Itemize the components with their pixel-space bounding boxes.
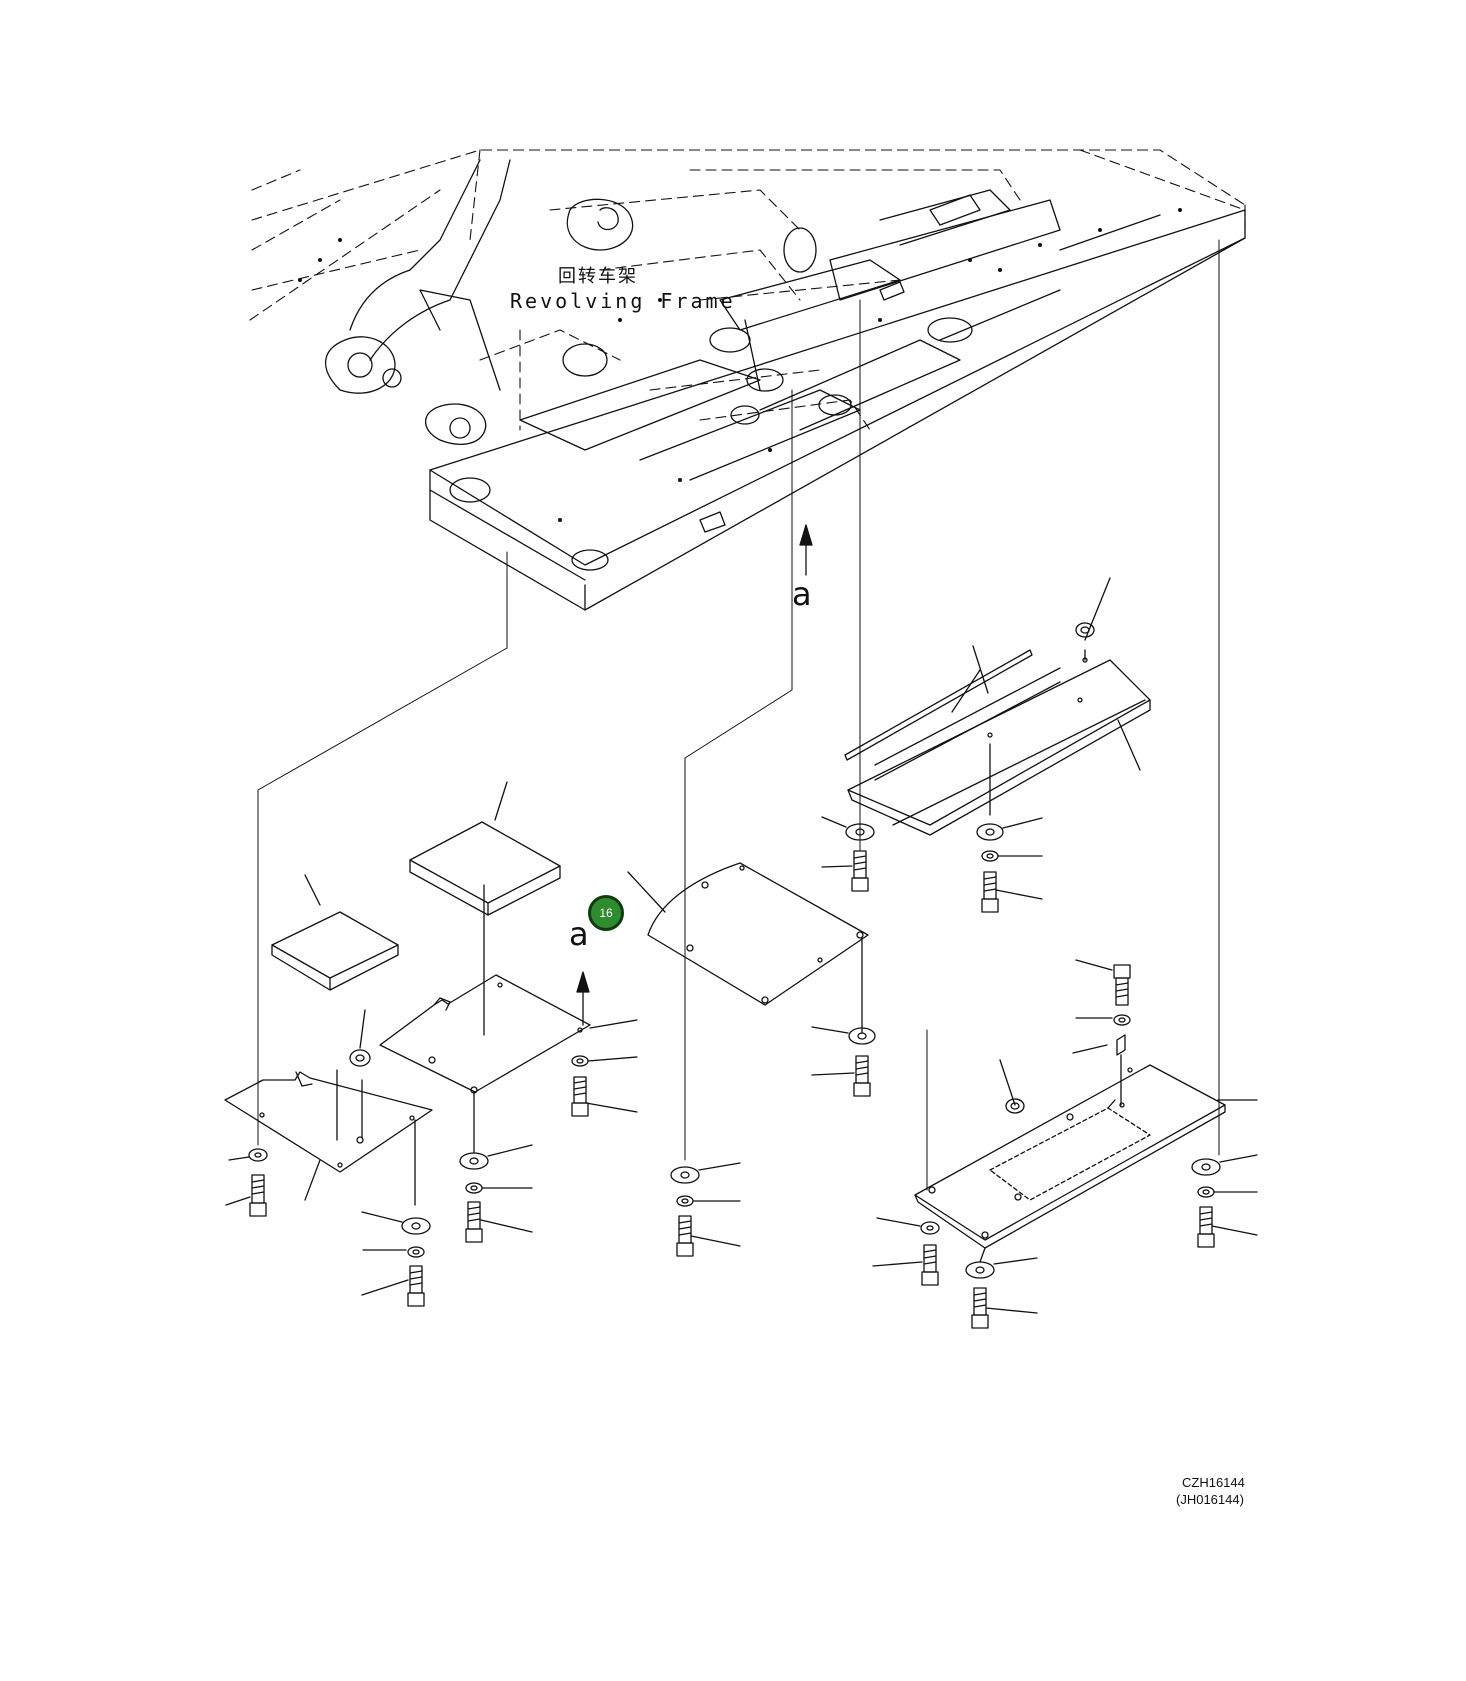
cover-plate-center bbox=[627, 862, 869, 1034]
drawing-number: CZH16144 bbox=[1182, 1475, 1245, 1490]
cover-plate-right-lower bbox=[914, 1034, 1258, 1249]
part-hotspot-16[interactable]: 16 bbox=[588, 895, 624, 931]
view-arrow-top bbox=[799, 524, 813, 576]
view-marker-a-middle: a bbox=[569, 915, 589, 953]
drawing-number-alt: (JH016144) bbox=[1176, 1492, 1244, 1507]
cover-plate-right-upper bbox=[844, 577, 1151, 836]
fasteners bbox=[225, 816, 1258, 1329]
alignment-lines bbox=[257, 239, 1220, 1191]
frame-label-chinese: 回转车架 bbox=[558, 266, 638, 287]
view-marker-a-top: a bbox=[792, 575, 812, 613]
view-arrow-mid bbox=[576, 971, 590, 1026]
revolving-frame bbox=[249, 149, 1246, 611]
frame-label-english: Revolving Frame bbox=[510, 289, 736, 313]
cover-plate-left bbox=[224, 874, 433, 1206]
cover-plate-center-left bbox=[379, 781, 638, 1094]
